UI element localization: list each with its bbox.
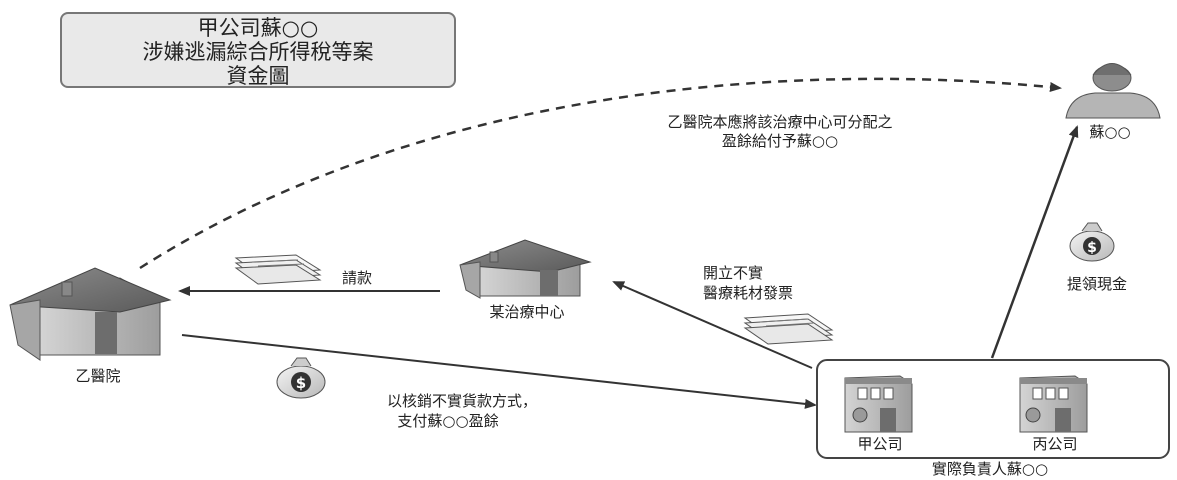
money-bag-icon-withdraw: $ [1069, 222, 1115, 262]
company-a-label: 甲公司 [857, 435, 902, 453]
company-a-building-icon [844, 375, 913, 433]
payment-label-line-1: 以核銷不實貨款方式， [387, 392, 537, 410]
money-bag-icon-payment: $ [276, 357, 326, 399]
company-c-building-icon [1019, 375, 1088, 433]
person-label: 蘇○○ [1089, 123, 1130, 141]
title-line-1: 甲公司蘇○○ [197, 16, 319, 40]
dividend-dashed-arrow [139, 77, 1062, 270]
invoice-label-line-1: 開立不實 [703, 264, 763, 282]
svg-text:$: $ [1087, 240, 1097, 256]
withdraw-arrow [990, 125, 1079, 359]
svg-text:$: $ [296, 374, 306, 392]
clinic-label: 某治療中心 [489, 303, 564, 321]
person-icon [1065, 63, 1161, 119]
withdraw-label: 提領現金 [1067, 275, 1127, 293]
hospital-label: 乙醫院 [75, 367, 120, 385]
invoice-stack-icon-request [234, 254, 322, 285]
hospital-house-icon [9, 267, 172, 361]
dividend-label-line-2: 盈餘給付予蘇○○ [722, 132, 838, 150]
invoice-arrow [612, 281, 813, 369]
clinic-house-icon [459, 239, 592, 299]
title-line-2: 涉嫌逃漏綜合所得稅等案 [142, 40, 374, 64]
payment-label-line-2: 支付蘇○○盈餘 [397, 412, 498, 430]
request-label: 請款 [342, 269, 372, 287]
title-line-3: 資金圖 [226, 64, 290, 88]
diagram-title-box: 甲公司蘇○○ 涉嫌逃漏綜合所得稅等案 資金圖 [60, 12, 456, 88]
invoice-stack-icon-invoice [743, 313, 834, 345]
company-c-label: 丙公司 [1032, 435, 1077, 453]
dividend-label-line-1: 乙醫院本應將該治療中心可分配之 [667, 113, 892, 131]
responsible-person-label: 實際負責人蘇○○ [932, 460, 1048, 478]
payment-arrow [181, 334, 817, 409]
invoice-label-line-2: 醫療耗材發票 [703, 284, 793, 302]
